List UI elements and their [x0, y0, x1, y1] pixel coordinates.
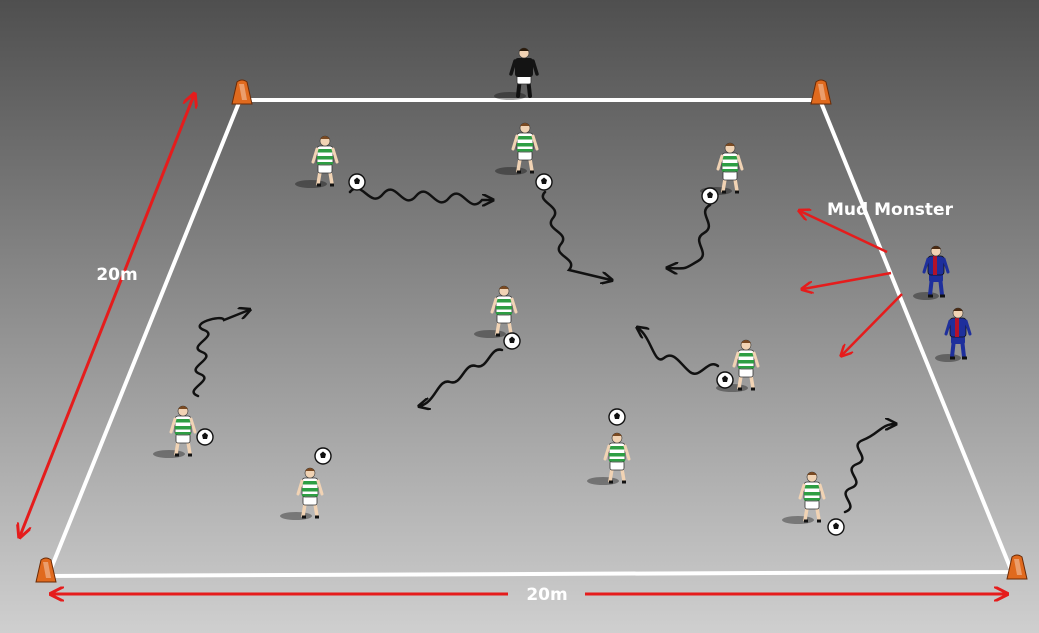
dribble-arrow [192, 310, 249, 398]
dribble-arrow [638, 328, 720, 375]
dribble-arrow [348, 187, 492, 204]
mud-monster-arrows [800, 211, 903, 355]
dribble-arrow [541, 190, 611, 280]
football [348, 173, 366, 191]
football [196, 428, 214, 446]
mud-monster-arrow [800, 211, 888, 254]
football [716, 371, 734, 389]
football [701, 187, 719, 205]
side-length-label: 20m [96, 265, 137, 285]
football [535, 173, 553, 191]
football [314, 447, 332, 465]
dribble-arrow [668, 203, 712, 268]
mud-monster-arrow [842, 293, 903, 355]
football [608, 408, 626, 426]
mud-monster-label: Mud Monster [827, 200, 954, 220]
football [503, 332, 521, 350]
bottom-length-label: 20m [526, 585, 567, 605]
dribble-arrow [420, 348, 504, 406]
mud-monster-arrow [803, 271, 892, 289]
football [827, 518, 845, 536]
measure-arrow-side [20, 95, 194, 536]
dribble-arrow [843, 424, 895, 514]
